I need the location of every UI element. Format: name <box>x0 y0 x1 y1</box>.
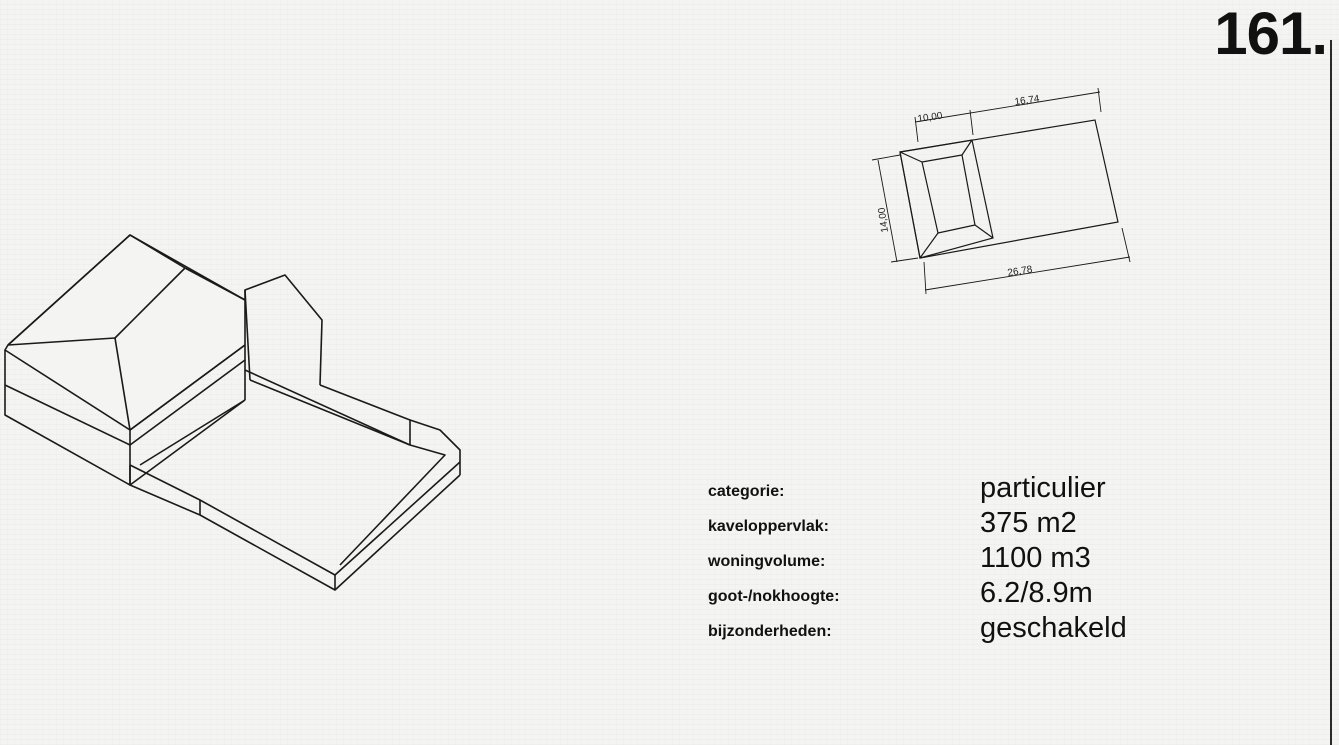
specifications-table: categorie: particulier kaveloppervlak: 3… <box>708 472 1127 645</box>
sheet-number: 161. <box>1214 0 1328 67</box>
dimension-lot-depth: 14,00 <box>877 206 891 233</box>
spec-value-particulars: geschakeld <box>980 612 1127 644</box>
dimension-house-width: 10,00 <box>917 111 944 125</box>
spec-label-category: categorie: <box>708 483 785 500</box>
dimension-lot-length: 26,78 <box>1007 264 1034 279</box>
dimension-garden-length: 16,74 <box>1014 94 1041 108</box>
right-border-line <box>1330 40 1332 745</box>
spec-label-heights: goot-/nokhoogte: <box>708 588 840 605</box>
spec-value-category: particulier <box>980 472 1106 504</box>
spec-label-lot-area: kaveloppervlak: <box>708 518 829 535</box>
spec-value-volume: 1100 m3 <box>980 542 1091 574</box>
lot-outline <box>899 119 1119 259</box>
roof-outline <box>921 154 976 234</box>
spec-value-lot-area: 375 m2 <box>980 507 1077 539</box>
spec-label-particulars: bijzonderheden: <box>708 623 832 640</box>
spec-label-volume: woningvolume: <box>708 553 826 570</box>
spec-value-heights: 6.2/8.9m <box>980 577 1093 609</box>
isometric-house-drawing <box>4 234 461 591</box>
